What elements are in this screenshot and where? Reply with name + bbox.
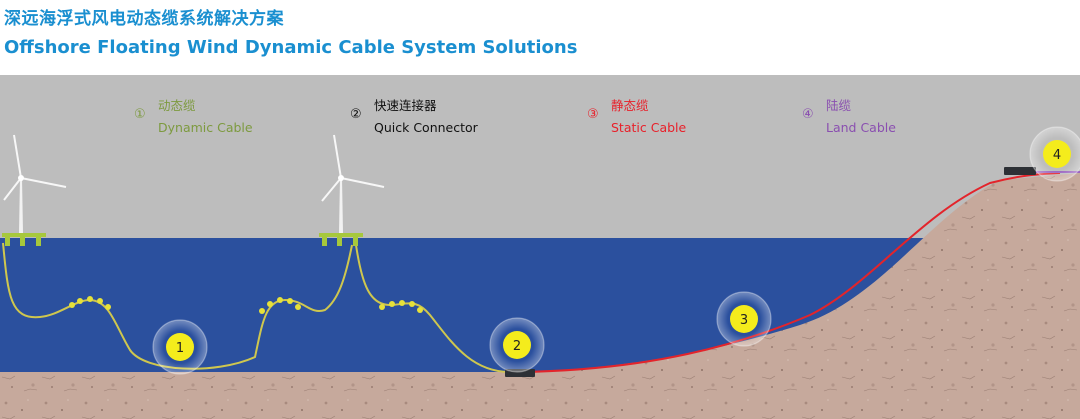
land-connector-icon (1004, 167, 1036, 175)
marker-2-label: 2 (513, 339, 521, 354)
legend-english-label: Dynamic Cable (158, 120, 253, 135)
marker-2: 2 (489, 317, 545, 373)
marker-3-label: 3 (740, 313, 748, 328)
wind-turbine-2-icon (321, 134, 385, 233)
page-title-english: Offshore Floating Wind Dynamic Cable Sys… (4, 37, 578, 58)
legend-number: ② (350, 107, 362, 122)
marker-3: 3 (716, 291, 772, 347)
static-cable-line (519, 172, 1061, 373)
header: 深远海浮式风电动态缆系统解决方案 Offshore Floating Wind … (4, 8, 577, 60)
floating-platform-1 (2, 233, 46, 246)
legend-number: ① (134, 107, 146, 122)
cable-system-diagram: 1 2 3 4 ① 动态缆 Dynamic Cable ② 快速连接器 Quic… (0, 75, 1080, 419)
diagram-canvas: 1 2 3 4 (0, 75, 1080, 419)
seabed-and-land (0, 173, 1080, 419)
legend-chinese-label: 动态缆 (158, 98, 196, 113)
legend-number: ③ (587, 107, 599, 122)
legend-english-label: Quick Connector (374, 120, 478, 135)
legend-english-label: Land Cable (826, 120, 896, 135)
legend-chinese-label: 快速连接器 (374, 98, 437, 113)
marker-1-label: 1 (176, 341, 184, 356)
legend-static-cable: ③ 静态缆 Static Cable (587, 97, 687, 137)
page-title-chinese: 深远海浮式风电动态缆系统解决方案 (4, 9, 284, 29)
legend-land-cable: ④ 陆缆 Land Cable (802, 97, 896, 137)
legend-english-label: Static Cable (611, 120, 687, 135)
legend-number: ④ (802, 107, 814, 122)
legend-quick-connector: ② 快速连接器 Quick Connector (350, 97, 478, 137)
marker-1: 1 (152, 319, 208, 375)
legend-chinese-label: 陆缆 (826, 98, 852, 113)
buoyancy-modules (69, 296, 423, 314)
legend-dynamic-cable: ① 动态缆 Dynamic Cable (134, 97, 253, 137)
legend-chinese-label: 静态缆 (611, 98, 649, 113)
floating-platform-2 (319, 233, 363, 246)
marker-4: 4 (1029, 126, 1080, 182)
marker-4-label: 4 (1053, 148, 1061, 163)
wind-turbine-1-icon (3, 134, 67, 233)
